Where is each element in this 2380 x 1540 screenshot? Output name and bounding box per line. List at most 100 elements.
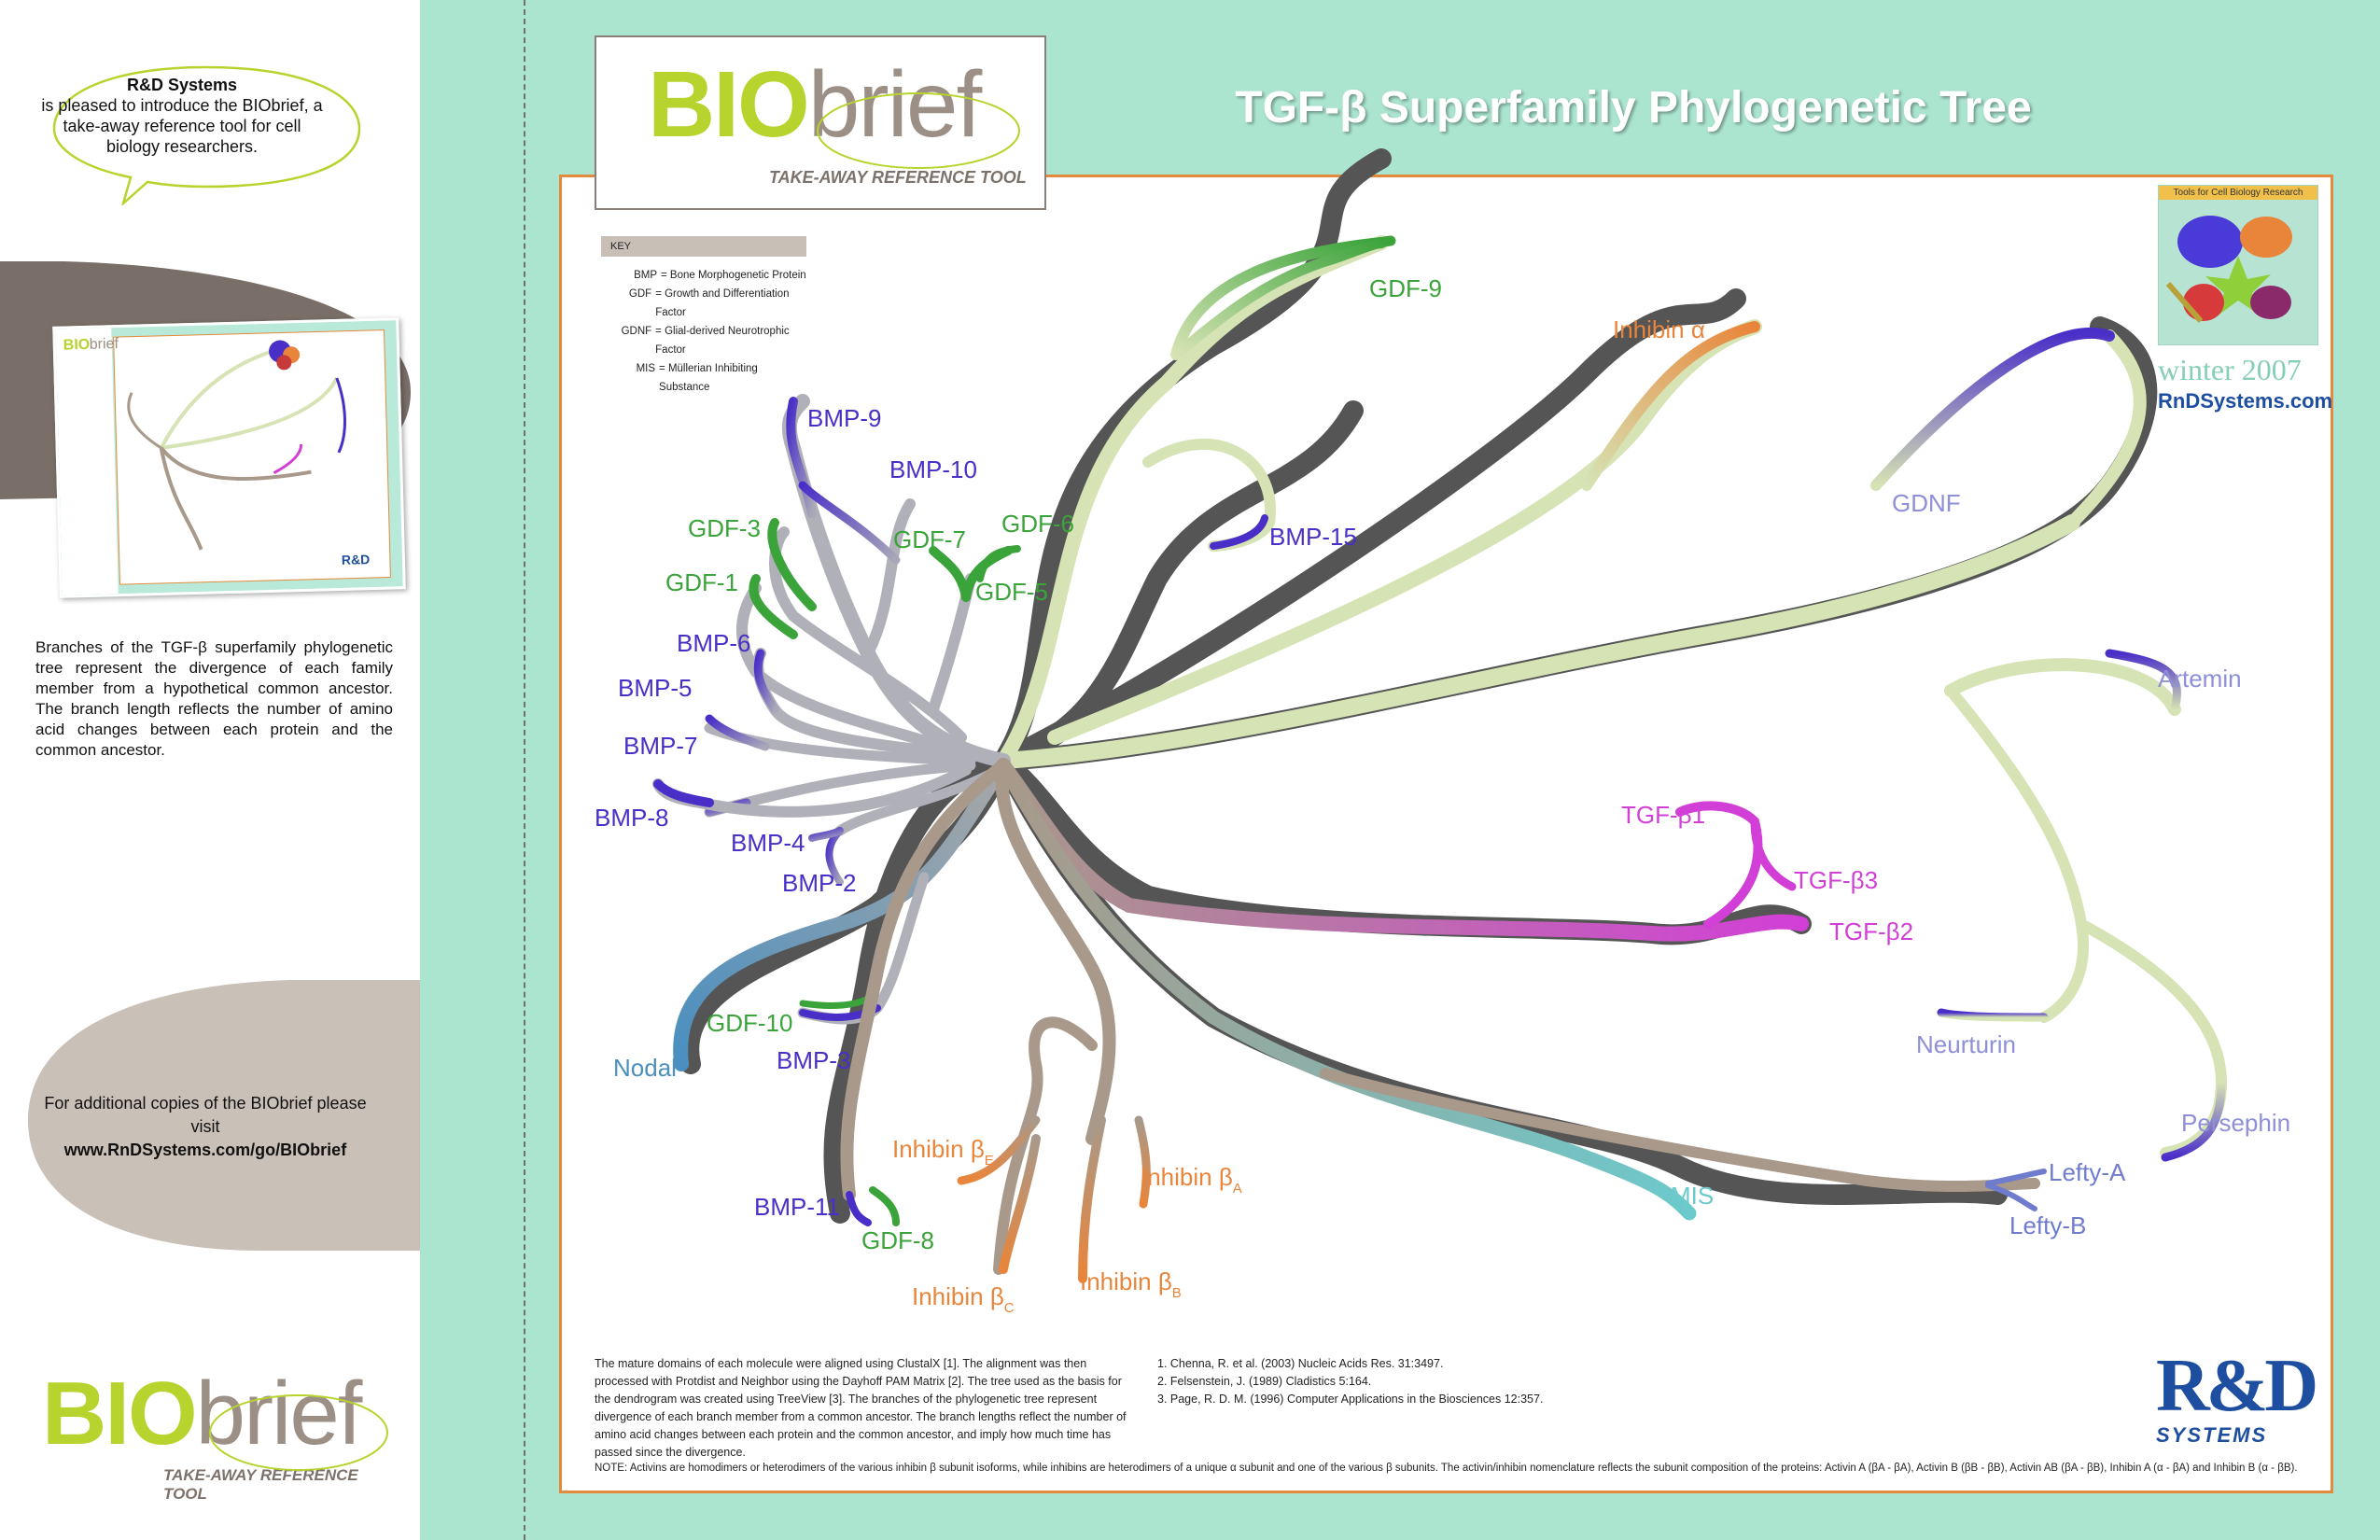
label-neurturin: Neurturin xyxy=(1916,1030,2016,1058)
label-gdf10: GDF-10 xyxy=(707,1009,792,1037)
rd-logo-main: R&D xyxy=(2156,1345,2318,1427)
key-def: = Growth and Differentiation Factor xyxy=(655,288,790,318)
label-inhibin-beta-b-sub: B xyxy=(1172,1285,1182,1301)
season-url[interactable]: RnDSystems.com xyxy=(2158,389,2333,413)
label-bmp3: BMP-3 xyxy=(777,1046,850,1074)
tree-description: Branches of the TGF-β superfamily phylog… xyxy=(35,638,393,759)
decorative-blob-bottom xyxy=(28,980,420,1251)
header-logo-tagline: TAKE-AWAY REFERENCE TOOL xyxy=(769,168,1027,187)
label-nodal: Nodal xyxy=(613,1054,677,1082)
label-persephin: Persephin xyxy=(2181,1109,2290,1137)
label-inhibin-beta-c-main: Inhibin β xyxy=(912,1282,1004,1310)
label-gdnf: GDNF xyxy=(1892,489,1961,517)
rd-systems-logo: R&D SYSTEMS xyxy=(2156,1349,2324,1448)
label-inhibin-beta-b: Inhibin βB xyxy=(1080,1267,1182,1301)
reference-item: 3. Page, R. D. M. (1996) Computer Applic… xyxy=(1157,1393,1544,1406)
bottom-logo-tagline: TAKE-AWAY REFERENCE TOOL xyxy=(163,1466,358,1503)
tree-panel xyxy=(559,175,2333,1493)
label-lefty-a: Lefty-A xyxy=(2049,1158,2126,1186)
methods-caption: The mature domains of each molecule were… xyxy=(595,1357,1127,1459)
label-bmp5: BMP-5 xyxy=(618,674,692,702)
key-abbr: BMP xyxy=(634,270,657,281)
header-logo-wordmark: BIObrief xyxy=(648,56,982,154)
label-mis: MIS xyxy=(1671,1182,1714,1210)
label-artemin: Artemin xyxy=(2158,665,2242,693)
label-gdf6: GDF-6 xyxy=(1001,510,1074,538)
key-heading: KEY xyxy=(601,236,806,257)
key-row: GDNF= Glial-derived Neurotrophic Factor xyxy=(601,322,806,359)
svg-text:brief: brief xyxy=(90,336,119,353)
cover-text: Tools for Cell Biology Research xyxy=(2159,186,2317,200)
label-gdf7: GDF-7 xyxy=(893,525,966,553)
label-lefty-b: Lefty-B xyxy=(2009,1211,2086,1239)
label-inhibin-beta-e: Inhibin βE xyxy=(892,1135,994,1169)
label-tgfb3: TGF-β3 xyxy=(1794,866,1878,894)
bottom-logo-bio: BIO xyxy=(42,1364,198,1463)
label-inhibin-beta-a-main: Inhibin β xyxy=(1141,1163,1233,1191)
label-bmp2: BMP-2 xyxy=(782,869,856,897)
header-logo-bio: BIO xyxy=(648,52,810,157)
key-def: = Müllerian Inhibiting Substance xyxy=(659,363,758,393)
season-block: Tools for Cell Biology Research winter 2… xyxy=(2158,185,2333,413)
key-abbr: GDNF xyxy=(621,326,652,337)
key-def: = Bone Morphogenetic Protein xyxy=(661,270,806,281)
poster-thumbnail[interactable]: BIO brief R&D xyxy=(52,317,406,598)
footnote: NOTE: Activins are homodimers or heterod… xyxy=(595,1463,2298,1474)
copies-text: For additional copies of the BIObrief pl… xyxy=(44,1094,367,1136)
header-logo-box: BIObrief TAKE-AWAY REFERENCE TOOL xyxy=(595,35,1046,210)
label-gdf8: GDF-8 xyxy=(861,1226,934,1254)
label-bmp6: BMP-6 xyxy=(677,629,750,657)
label-inhibin-beta-a: Inhibin βA xyxy=(1141,1163,1242,1197)
speech-bubble-shape xyxy=(52,65,361,205)
label-inhibin-beta-e-main: Inhibin β xyxy=(892,1135,985,1163)
label-gdf1: GDF-1 xyxy=(665,568,738,596)
left-sidebar: R&D Systems is pleased to introduce the … xyxy=(0,0,420,1540)
key-row: MIS= Müllerian Inhibiting Substance xyxy=(601,359,806,397)
header-logo-brief: brief xyxy=(807,52,983,157)
label-gdf9: GDF-9 xyxy=(1369,274,1442,302)
label-gdf3: GDF-3 xyxy=(688,514,761,542)
bubble-body: is pleased to introduce the BIObrief, a … xyxy=(41,96,323,156)
label-inhibin-beta-c: Inhibin βC xyxy=(912,1282,1015,1316)
label-bmp10: BMP-10 xyxy=(889,455,977,483)
copies-info: For additional copies of the BIObrief pl… xyxy=(28,1092,383,1162)
key-abbr: GDF xyxy=(628,288,652,300)
header-logo-swoosh xyxy=(817,92,1020,169)
bubble-company: R&D Systems xyxy=(126,76,238,94)
season-label: winter 2007 xyxy=(2158,353,2302,386)
label-tgfb2: TGF-β2 xyxy=(1829,917,1913,945)
fold-line xyxy=(524,0,525,1540)
label-bmp9: BMP-9 xyxy=(807,404,881,432)
bottom-logo: BIObrief TAKE-AWAY REFERENCE TOOL xyxy=(42,1364,388,1504)
references: 1. Chenna, R. et al. (2003) Nucleic Acid… xyxy=(1157,1355,1624,1408)
bottom-logo-swoosh xyxy=(209,1394,388,1471)
svg-text:BIO: BIO xyxy=(63,337,91,354)
label-bmp4: BMP-4 xyxy=(731,829,805,857)
key-abbr: MIS xyxy=(636,363,656,374)
rd-logo-sub: SYSTEMS xyxy=(2156,1423,2268,1447)
label-inhibin-beta-b-main: Inhibin β xyxy=(1080,1267,1172,1295)
bubble-text: R&D Systems is pleased to introduce the … xyxy=(37,75,327,157)
abbreviation-key: KEY BMP= Bone Morphogenetic Protein GDF=… xyxy=(601,236,806,397)
label-inhibin-beta-a-sub: A xyxy=(1233,1181,1242,1197)
label-inhibin-beta-e-sub: E xyxy=(985,1153,994,1169)
key-def: = Glial-derived Neurotrophic Factor xyxy=(655,326,790,356)
cells-illustration xyxy=(2165,216,2292,323)
thumbnail-tree: BIO brief R&D xyxy=(55,320,403,595)
copies-url[interactable]: www.RnDSystems.com/go/BIObrief xyxy=(63,1141,347,1159)
label-tgfb1: TGF-β1 xyxy=(1621,801,1705,829)
label-inhibin-alpha: Inhibin α xyxy=(1613,315,1705,343)
svg-text:R&D: R&D xyxy=(342,552,371,567)
key-row: BMP = Bone Morphogenetic Protein xyxy=(601,266,806,285)
cover-thumbnail: Tools for Cell Biology Research xyxy=(2158,185,2318,345)
key-row: GDF= Growth and Differentiation Factor xyxy=(601,285,806,322)
page-title: TGF-β Superfamily Phylogenetic Tree xyxy=(1235,83,2032,133)
label-inhibin-beta-c-sub: C xyxy=(1004,1300,1015,1316)
label-gdf5: GDF-5 xyxy=(975,578,1048,606)
reference-item: 1. Chenna, R. et al. (2003) Nucleic Acid… xyxy=(1157,1357,1444,1370)
label-bmp7: BMP-7 xyxy=(623,732,697,760)
reference-item: 2. Felsenstein, J. (1989) Cladistics 5:1… xyxy=(1157,1375,1372,1388)
label-bmp11: BMP-11 xyxy=(754,1193,840,1221)
label-bmp8: BMP-8 xyxy=(595,804,668,832)
